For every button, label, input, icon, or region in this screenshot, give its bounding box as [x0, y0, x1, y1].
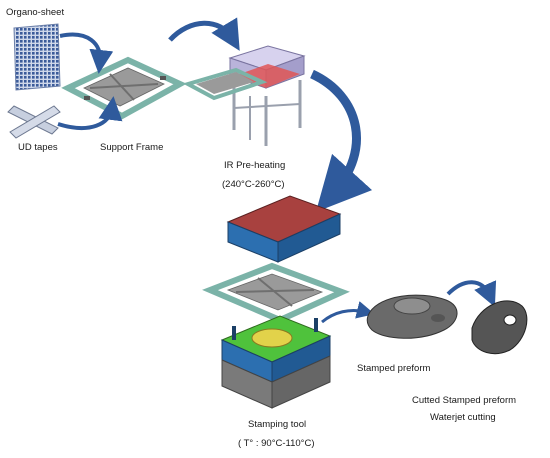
arrow-tapes-to-frame: [57, 96, 123, 130]
label-ir-temp: (240°C-260°C): [222, 179, 285, 190]
arrow-preform-to-cutted: [446, 280, 497, 307]
arrow-frame-to-heater: [168, 17, 240, 51]
label-ud-tapes: UD tapes: [18, 142, 58, 153]
stamping-frame-icon: [202, 262, 350, 324]
arrow-organo-to-frame: [59, 32, 114, 74]
arrow-tool-to-preform: [321, 301, 375, 324]
label-stamping-tool: Stamping tool: [248, 419, 307, 430]
label-organo-sheet: Organo-sheet: [6, 7, 65, 18]
label-stamping-temp: ( T° : 90°C-110°C): [238, 438, 315, 449]
support-frame-icon: [61, 56, 187, 120]
stamped-preform-icon: [366, 294, 458, 339]
label-support-frame: Support Frame: [100, 142, 164, 153]
label-cutted-stamped-preform: Cutted Stamped preform: [412, 395, 517, 406]
arrow-heater-to-stamping: [310, 69, 373, 213]
label-waterjet-cutting: Waterjet cutting: [430, 412, 496, 423]
stamping-tool-bottom-icon: [220, 315, 332, 409]
label-stamped-preform: Stamped preform: [357, 363, 431, 374]
organo-sheet-icon: [13, 23, 61, 91]
cutted-preform-icon: [471, 300, 528, 355]
ir-heater-icon: [182, 45, 306, 146]
stamping-tool-top-icon: [226, 195, 342, 263]
ud-tapes-icon: [7, 105, 61, 139]
label-ir-preheating: IR Pre-heating: [224, 160, 286, 171]
